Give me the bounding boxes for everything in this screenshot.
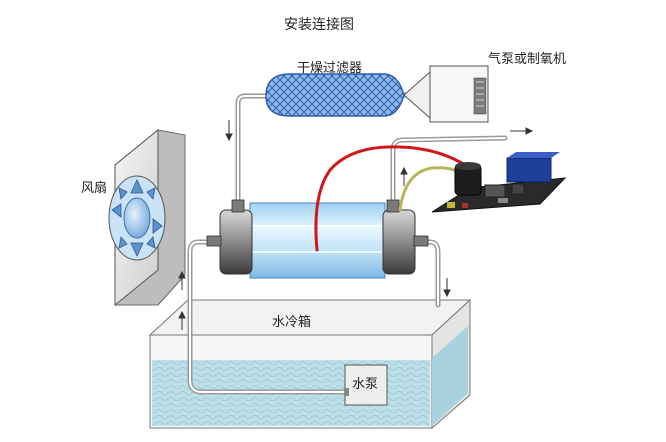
circuit-board-icon <box>431 152 567 213</box>
air-pump-icon <box>403 65 489 123</box>
arrow-icon <box>178 120 534 330</box>
water-tank-label: 水冷箱 <box>272 315 312 330</box>
high-voltage-wire <box>314 145 472 252</box>
water-pump-label: 水泵 <box>352 377 379 392</box>
fan-label: 风扇 <box>81 181 108 196</box>
fan-icon <box>108 128 186 307</box>
diagram-title: 安装连接图 <box>284 17 354 33</box>
water-pump-icon <box>344 364 388 406</box>
air-pump-label: 气泵或制氧机 <box>488 52 567 67</box>
dryer-filter <box>265 73 405 117</box>
dryer-filter-label: 干燥过滤器 <box>297 61 363 76</box>
